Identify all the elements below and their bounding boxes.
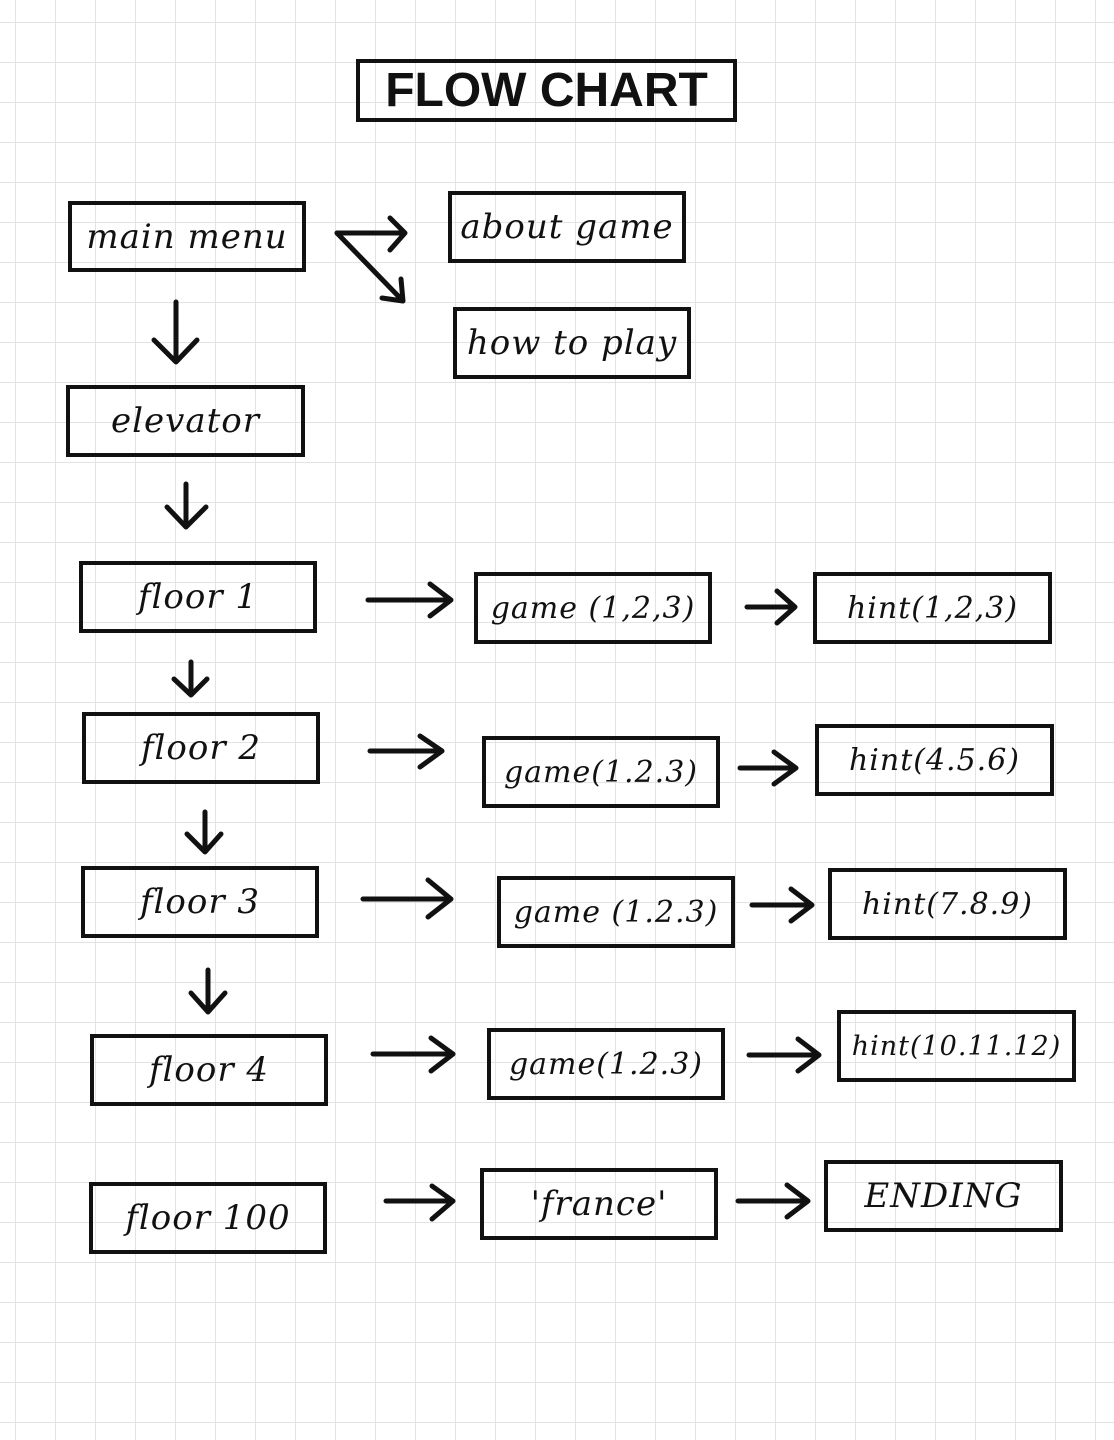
floor-3-game-box: game (1.2.3) xyxy=(497,876,735,948)
floor-2-box: floor 2 xyxy=(82,712,320,784)
arrow-floor-1-to-floor-2 xyxy=(171,659,210,698)
arrow-main-to-how xyxy=(334,230,406,304)
arrow-france-to-ending xyxy=(735,1182,811,1220)
floor-4-hint-box: hint(10.11.12) xyxy=(837,1010,1076,1082)
arrow-floor-3-to-floor-4 xyxy=(188,967,228,1015)
floor-2-hint-box: hint(4.5.6) xyxy=(815,724,1054,796)
arrow-game-3-to-hint xyxy=(749,886,815,924)
arrow-floor-3-to-game xyxy=(360,877,454,920)
arrow-main-to-elevator xyxy=(151,299,200,365)
elevator-box: elevator xyxy=(66,385,305,457)
arrow-elevator-to-floor-1 xyxy=(164,481,209,530)
ending-box: ENDING xyxy=(824,1160,1063,1232)
floor-4-box: floor 4 xyxy=(90,1034,328,1106)
arrow-floor-1-to-game xyxy=(365,581,454,619)
arrow-floor-100-to-france xyxy=(383,1183,456,1222)
floor-100-box: floor 100 xyxy=(89,1182,327,1254)
floor-4-game-box: game(1.2.3) xyxy=(487,1028,725,1100)
arrow-game-4-to-hint xyxy=(746,1036,822,1074)
floor-2-game-box: game(1.2.3) xyxy=(482,736,720,808)
floor-3-hint-box: hint(7.8.9) xyxy=(828,868,1067,940)
flow-chart-title: FLOW CHART xyxy=(356,59,737,122)
floor-3-box: floor 3 xyxy=(81,866,319,938)
arrow-floor-2-to-game xyxy=(367,733,445,770)
main-menu-box: main menu xyxy=(68,201,306,272)
arrow-game-2-to-hint xyxy=(737,749,799,787)
floor-1-box: floor 1 xyxy=(79,561,317,633)
floor-1-hint-box: hint(1,2,3) xyxy=(813,572,1052,644)
arrow-floor-2-to-floor-3 xyxy=(184,809,224,855)
france-box: 'france' xyxy=(480,1168,718,1240)
arrow-floor-4-to-game xyxy=(370,1035,456,1074)
about-game-box: about game xyxy=(448,191,686,263)
arrow-main-to-about xyxy=(334,215,408,253)
how-to-play-box: how to play xyxy=(453,307,691,379)
arrow-game-1-to-hint xyxy=(744,588,798,626)
floor-1-game-box: game (1,2,3) xyxy=(474,572,712,644)
